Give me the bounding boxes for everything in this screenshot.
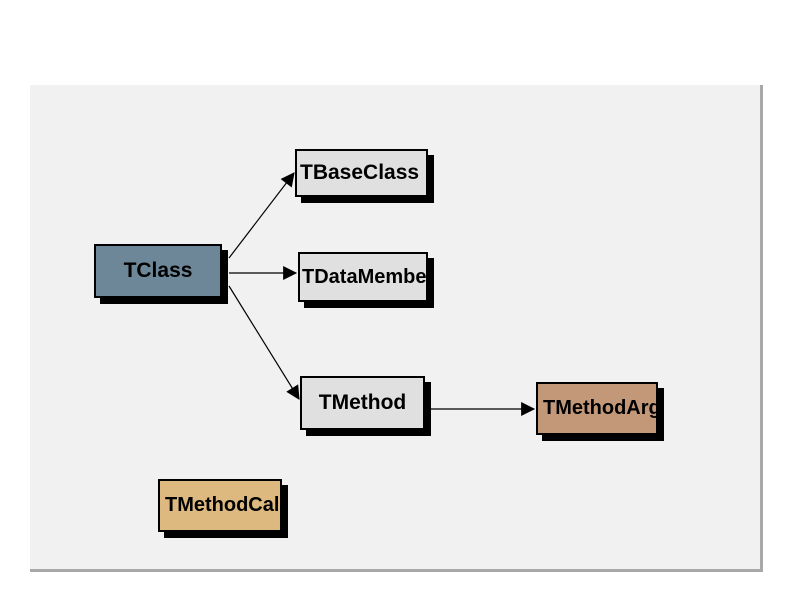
node-tbaseclass-label: TBaseClass [300, 161, 420, 184]
node-tmethodcall-label: TMethodCall [165, 494, 282, 516]
node-tmethod[interactable]: TMethod [300, 376, 425, 430]
node-tdatamember-label: TDataMember [302, 265, 428, 288]
node-tmethodarg-label: TMethodArg [543, 397, 658, 419]
node-tmethodarg[interactable]: TMethodArg [536, 382, 658, 435]
node-tclass[interactable]: TClass [94, 244, 222, 298]
node-tmethodcall[interactable]: TMethodCall [158, 479, 282, 532]
node-tdatamember[interactable]: TDataMember [298, 252, 428, 302]
node-tmethod-label: TMethod [318, 391, 407, 414]
node-tbaseclass[interactable]: TBaseClass [295, 149, 428, 197]
node-tclass-label: TClass [123, 259, 193, 282]
